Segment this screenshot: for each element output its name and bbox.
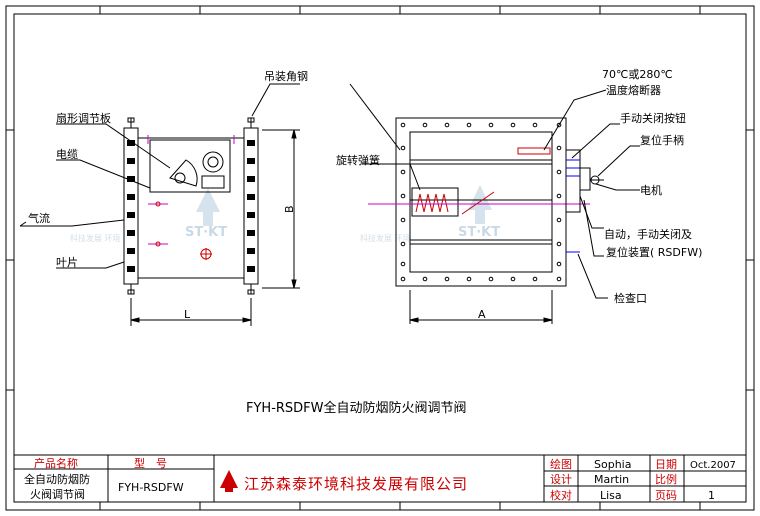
label-fan-plate: 扇形调节板 [56, 111, 111, 125]
actuator-side-plate [565, 149, 581, 213]
outer-frame [5, 5, 755, 511]
label-rotating-spring: 旋转弹簧 [336, 153, 380, 167]
watermark-left: ST·KT 科技发展 环境 [70, 188, 227, 243]
tb-product-name-line1: 全自动防烟防 [24, 472, 90, 486]
terminal-box [201, 175, 225, 189]
front-view-leaders [349, 83, 640, 299]
actuator-housing [149, 139, 231, 193]
label-motor: 电机 [640, 183, 662, 197]
tb-model-label: 型 号 [134, 456, 167, 470]
label-fuse-temp: 70℃或280℃ [602, 68, 673, 81]
tb-date-value: Oct.2007 [690, 460, 736, 471]
right-flange [243, 127, 259, 285]
tb-product-name-line2: 火阀调节阀 [30, 487, 85, 501]
side-view [123, 117, 300, 326]
gauge-circle [202, 151, 224, 173]
dimension-l-label: L [184, 308, 191, 321]
reset-handle-block [579, 167, 591, 191]
flange-holes [400, 122, 562, 282]
frame-ticks [6, 6, 754, 510]
tb-model-value: FYH-RSDFW [118, 481, 184, 494]
tb-page-label: 页码 [655, 489, 677, 502]
damper-body-side [137, 137, 245, 279]
label-airflow: 气流 [28, 211, 50, 225]
watermark-right: ST·KT 科技发展 环境 [360, 185, 500, 243]
dimension-a-label: A [478, 308, 486, 321]
tb-check-by: Lisa [600, 489, 622, 502]
label-fuse: 温度熔断器 [606, 83, 661, 97]
left-flange [123, 127, 139, 285]
watermark-logo-right: ST·KT [458, 225, 500, 240]
tb-drawn-by: Sophia [594, 458, 631, 471]
inner-opening-front [409, 131, 553, 273]
tb-design-label: 设计 [550, 473, 572, 486]
flange-bolts [127, 140, 255, 272]
tb-drawn-label: 绘图 [550, 457, 572, 471]
title-block [13, 454, 747, 503]
tb-design-by: Martin [594, 473, 629, 486]
label-auto-manual-device: 自动，手动关闭及 [604, 227, 692, 241]
label-reset-handle: 复位手柄 [640, 133, 684, 147]
label-manual-close-button: 手动关闭按钮 [620, 111, 686, 125]
tb-product-name-label: 产品名称 [34, 456, 78, 470]
tb-check-label: 校对 [550, 488, 572, 502]
tb-date-label: 日期 [655, 458, 677, 471]
tb-company-name: 江苏森泰环境科技发展有限公司 [244, 475, 468, 493]
dimension-b-label: B [283, 205, 296, 213]
watermark-small-left: 科技发展 环境 [70, 233, 121, 243]
fan-plate-shape [169, 159, 198, 187]
front-view [368, 117, 604, 324]
watermark-small-right: 科技发展 环境 [360, 233, 411, 243]
label-cable: 电缆 [56, 148, 78, 161]
label-blade: 叶片 [56, 256, 78, 269]
label-hanger-angle: 吊装角钢 [264, 70, 308, 83]
tb-page-value: 1 [708, 489, 715, 502]
label-reset-device-model: 复位装置( RSDFW) [606, 245, 702, 259]
label-inspection-port: 检查口 [614, 291, 647, 305]
side-view-leaders [19, 83, 300, 269]
tb-scale-label: 比例 [655, 472, 677, 486]
watermark-logo-left: ST·KT [185, 225, 227, 240]
spring-housing [411, 187, 459, 217]
drawing-title: FYH-RSDFW全自动防烟防火阀调节阀 [246, 400, 467, 416]
company-logo-icon [220, 470, 238, 492]
